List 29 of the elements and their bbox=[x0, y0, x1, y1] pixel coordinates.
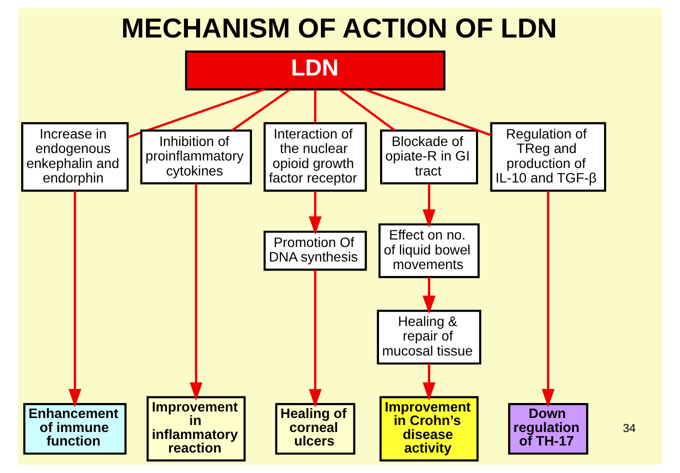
connector bbox=[314, 90, 316, 123]
node-box: Inhibition of proinflammatory cytokines bbox=[140, 130, 252, 184]
node-box: LDN bbox=[185, 50, 446, 91]
node-box: Interaction of the nuclear opioid growth factor receptor bbox=[264, 122, 367, 192]
node-box: Enhancement of immune function bbox=[23, 403, 127, 455]
diagram-title: MECHANISM OF ACTION OF LDN bbox=[121, 12, 557, 44]
arrow bbox=[422, 184, 436, 228]
arrow bbox=[422, 277, 436, 314]
node-box: Down regulation of TH-17 bbox=[508, 403, 588, 455]
connector bbox=[231, 88, 290, 132]
node-box: Healing of corneal ulcers bbox=[275, 403, 356, 455]
node-box: Healing & repair of mucosal tissue bbox=[376, 310, 482, 365]
connector bbox=[338, 88, 396, 132]
node-box: Effect on no. of liquid bowel movements bbox=[378, 223, 480, 278]
connector bbox=[364, 88, 492, 136]
label: 34 bbox=[622, 422, 636, 435]
node-box: Promotion Of DNA synthesis bbox=[264, 230, 367, 271]
node-box: Regulation of TReg and production of IL-10 and TGF-β bbox=[490, 122, 606, 192]
arrow bbox=[542, 190, 555, 408]
arrow bbox=[422, 364, 436, 401]
node-box: Blockade of opiate-R in GI tract bbox=[380, 130, 478, 184]
node-box: Increase in endogenous enkephalin and endorphin bbox=[21, 122, 129, 192]
arrow bbox=[68, 190, 82, 408]
arrow bbox=[308, 270, 322, 408]
arrow bbox=[190, 184, 203, 401]
node-box: Improvement in inflammatory reaction bbox=[146, 396, 246, 462]
node-box: Improvement in Crohn’s disease activity bbox=[380, 396, 479, 462]
connector bbox=[127, 88, 264, 138]
arrow bbox=[308, 191, 322, 235]
